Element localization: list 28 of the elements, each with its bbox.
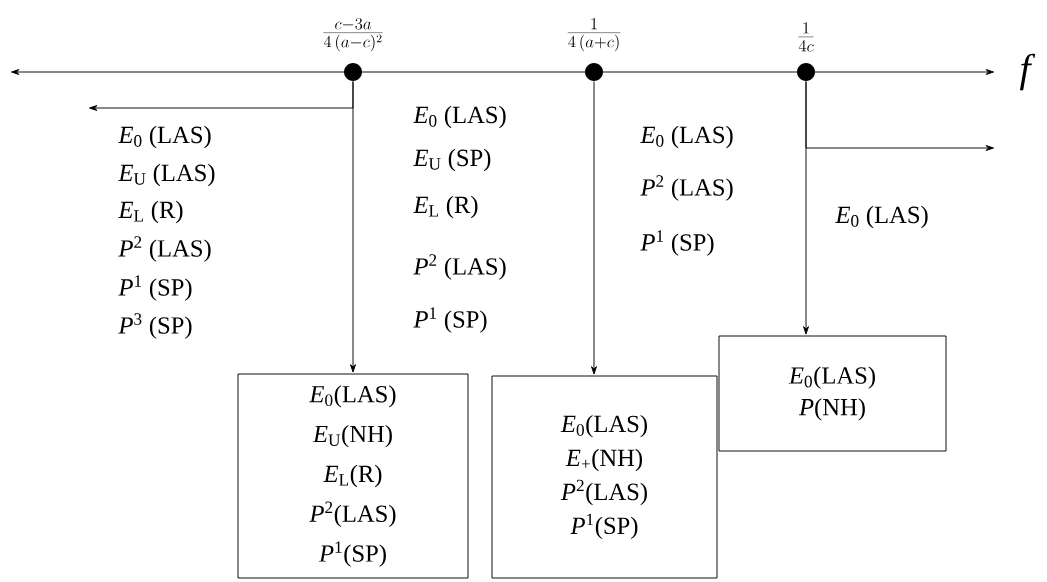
threshold-label: $\frac{1}{4\,(a+c)}$ — [567, 17, 621, 52]
state-label: E$_{0}$ (LAS) — [640, 125, 733, 149]
state-label: P$^{2}$ (LAS) — [118, 236, 211, 262]
arrow — [803, 81, 809, 335]
arrow — [350, 81, 356, 373]
result-box: E$_{0}$(LAS) E$_{+}$(NH) P$^{2}$(LAS) P$^{1}$(SP) — [491, 375, 718, 579]
state-label: E$_{0}$ (LAS) — [413, 105, 506, 129]
state-label: P$^{2}$ (LAS) — [640, 175, 733, 201]
threshold-label: $\frac{1}{4c}$ — [798, 22, 814, 52]
arrow — [591, 81, 597, 375]
result-box: E$_{0}$(LAS) E$_{U}$(NH) E$_{L}$(R) P$^{2}$(LAS) P$^{1}$(SP) — [237, 373, 469, 579]
state-label: E$_{L}$ (R) — [118, 200, 183, 224]
point-dot — [344, 63, 362, 81]
state-label: E$_{U}$ (LAS) — [118, 163, 215, 187]
state-label: E$_{0}$ (LAS) — [118, 125, 211, 149]
result-box: E$_{0}$(LAS) P(NH) — [718, 335, 947, 452]
point-dot — [585, 63, 603, 81]
threshold-label: $\frac{c-3a}{4\,(a-c)^2}$ — [323, 17, 383, 52]
state-label: P$^{1}$ (SP) — [640, 230, 714, 256]
state-label: P$^{3}$ (SP) — [118, 313, 192, 339]
state-label: P$^{1}$ (SP) — [118, 275, 192, 301]
axis-label: f — [1019, 53, 1036, 91]
state-label: P$^{2}$ (LAS) — [413, 254, 506, 280]
state-label: E$_{U}$ (SP) — [413, 148, 491, 172]
state-label: P$^{1}$ (SP) — [413, 307, 487, 333]
state-label: E$_{L}$ (R) — [413, 195, 478, 219]
state-label: E$_{0}$ (LAS) — [835, 205, 928, 229]
point-dot — [797, 63, 815, 81]
